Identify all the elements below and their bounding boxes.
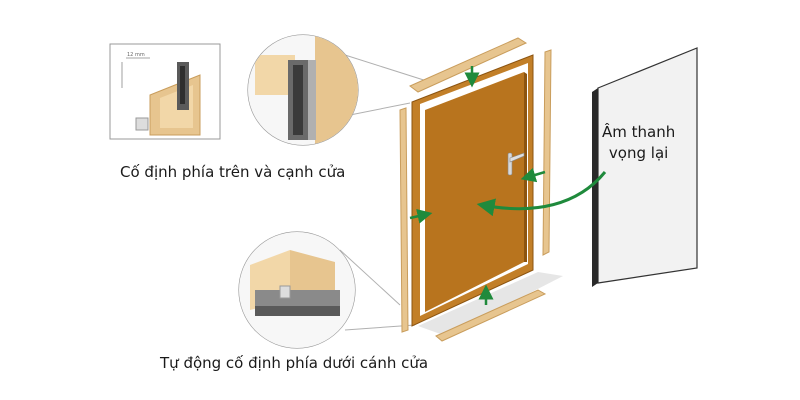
- seal-direction-arrow-icon: [409, 66, 546, 305]
- inset-dimension-label: 12 mm: [127, 52, 145, 58]
- door-assembly: [399, 37, 563, 342]
- echo-label-line1: Âm thanh: [602, 123, 676, 141]
- top-side-seal-label: Cố định phía trên và cạnh cửa: [120, 163, 346, 181]
- top-seal-inset: [247, 34, 359, 146]
- top-frame-piece: [409, 37, 528, 93]
- reflecting-wall: [592, 47, 698, 287]
- echo-label: Âm thanh vọng lại: [602, 122, 675, 164]
- curved-arrow-icon: [476, 171, 607, 217]
- bottom-auto-seal-label: Tự động cố định phía dưới cánh cửa: [160, 354, 429, 372]
- left-frame-piece: [399, 107, 409, 333]
- door-panel: [425, 72, 524, 312]
- echo-label-line2: vọng lại: [608, 144, 669, 162]
- top-profile-inset: 12 mm: [109, 43, 221, 140]
- right-frame-piece: [542, 49, 552, 256]
- bottom-seal-inset: [238, 231, 356, 349]
- door-handle-icon: [507, 152, 525, 176]
- bottom-frame-piece: [435, 289, 547, 342]
